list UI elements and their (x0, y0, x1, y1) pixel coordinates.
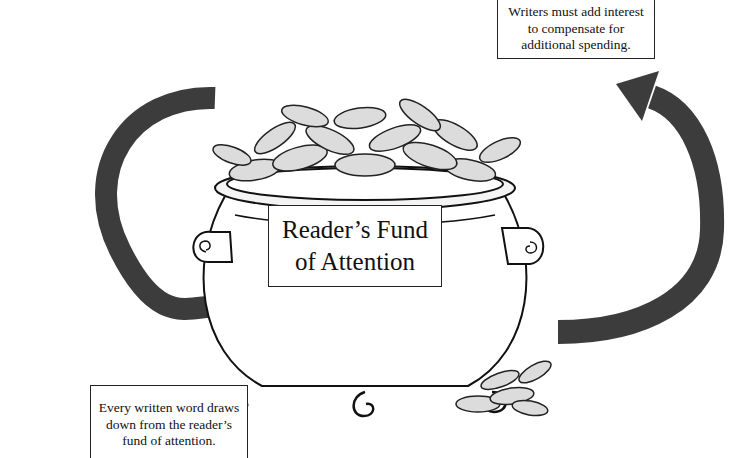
coin (333, 104, 387, 131)
coin (479, 367, 521, 394)
box-text: Every written word draws down from the r… (97, 400, 241, 450)
box-text: Writers must add interest to compensate … (504, 4, 648, 54)
coin (210, 141, 253, 170)
text-box: Every written word draws down from the r… (90, 385, 248, 458)
loose-coins (456, 357, 554, 418)
coin (516, 357, 554, 387)
coin (476, 133, 523, 168)
arrow-head (616, 71, 659, 121)
right-arrow (558, 71, 712, 332)
text-box: Reader’s Fund of Attention (268, 205, 442, 287)
coin (335, 154, 395, 176)
pot-handle (193, 232, 232, 262)
coin (250, 117, 300, 159)
pot-body (204, 196, 527, 386)
pot (193, 166, 543, 416)
coin-heap (210, 94, 523, 185)
coin (279, 101, 330, 131)
coin (395, 94, 445, 136)
pot-foot (354, 392, 374, 416)
coin (511, 398, 549, 418)
handle-scroll (526, 242, 537, 253)
arrow-body (558, 97, 712, 332)
text-box: Writers must add interest to compensate … (497, 0, 655, 59)
handle-scroll (200, 241, 210, 252)
pot-handle (502, 228, 543, 264)
box-text: Reader’s Fund of Attention (279, 214, 431, 278)
